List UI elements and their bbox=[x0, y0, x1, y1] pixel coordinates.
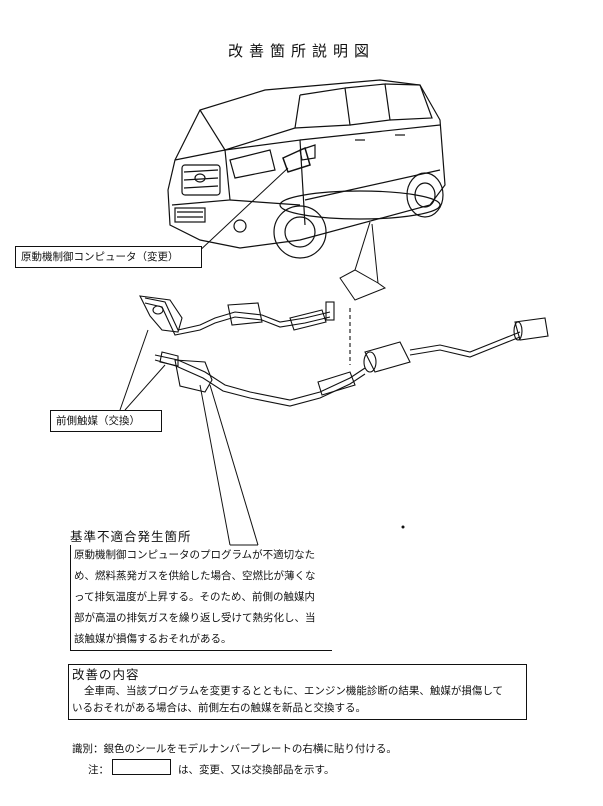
note-prefix: 注： bbox=[88, 764, 109, 776]
nonconformity-line: 部が高温の排気ガスを繰り返し受けて熱劣化し、当 bbox=[74, 612, 316, 624]
catalyst-label: 前側触媒（交換） bbox=[50, 410, 162, 432]
nonconformity-text: 原動機制御コンピュータのプログラムが不適切なた め、燃料蒸発ガスを供給した場合、… bbox=[70, 545, 332, 651]
identification-note: 識別：銀色のシールをモデルナンバープレートの右横に貼り付ける。 bbox=[72, 743, 397, 755]
nonconformity-heading: 基準不適合発生箇所 bbox=[70, 529, 192, 544]
improvement-heading: 改善の内容 bbox=[72, 667, 140, 682]
callout-lines bbox=[119, 167, 289, 546]
improvement-text: 全車両、当該プログラムを変更するとともに、エンジン機能診断の結果、触媒が損傷して… bbox=[72, 683, 524, 717]
page-title: 改善箇所説明図 bbox=[227, 42, 375, 60]
improvement-box bbox=[68, 664, 527, 720]
note-suffix: は、変更、又は交換部品を示す。 bbox=[178, 764, 335, 776]
ecu-label: 原動機制御コンピュータ（変更） bbox=[15, 246, 202, 268]
nonconformity-line: め、燃料蒸発ガスを供給した場合、空燃比が薄くな bbox=[74, 570, 316, 582]
note-sample-box bbox=[112, 759, 171, 775]
exhaust-system-drawing bbox=[139, 295, 549, 407]
van-drawing bbox=[167, 79, 446, 259]
nonconformity-line: って排気温度が上昇する。そのため、前側の触媒内 bbox=[74, 591, 315, 603]
down-arrow bbox=[339, 221, 387, 301]
improvement-line: いるおそれがある場合は、前側左右の触媒を新品と交換する。 bbox=[72, 702, 366, 714]
nonconformity-line: 原動機制御コンピュータのプログラムが不適切なた bbox=[74, 549, 316, 561]
improvement-line: 全車両、当該プログラムを変更するとともに、エンジン機能診断の結果、触媒が損傷して bbox=[84, 685, 504, 697]
nonconformity-line: 該触媒が損傷するおそれがある。 bbox=[74, 633, 232, 645]
